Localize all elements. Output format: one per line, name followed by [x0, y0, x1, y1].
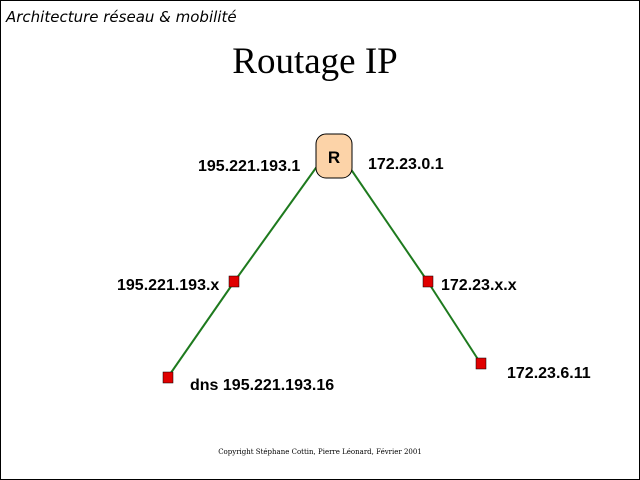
link-left-node-to-dns-host — [167, 281, 235, 378]
course-title: Architecture réseau & mobilité — [6, 8, 237, 26]
right-host-node — [475, 357, 487, 370]
router-right-interface-label: 172.23.0.1 — [368, 156, 444, 173]
dns-host-node — [162, 371, 174, 384]
right-network-label: 172.23.x.x — [441, 277, 517, 294]
link-router-to-right-node — [347, 164, 429, 283]
right-network-node — [422, 275, 434, 288]
link-right-node-to-host — [427, 281, 482, 365]
router-left-interface-label: 195.221.193.1 — [198, 158, 300, 175]
left-network-label: 195.221.193.x — [117, 277, 219, 294]
slide-title: Routage IP — [232, 41, 398, 82]
dns-host-label: dns 195.221.193.16 — [190, 377, 334, 394]
right-host-label: 172.23.6.11 — [507, 365, 591, 382]
router-label: R — [328, 148, 340, 167]
router-box — [315, 133, 353, 179]
left-network-node — [228, 275, 240, 288]
link-router-to-left-node — [233, 164, 319, 283]
copyright-notice: Copyright Stéphane Cottin, Pierre Léonar… — [218, 448, 422, 456]
